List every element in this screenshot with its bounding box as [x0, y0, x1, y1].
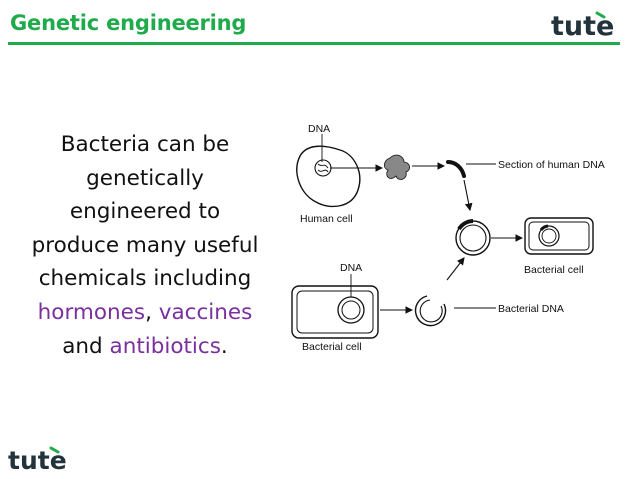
page-title: Genetic engineering: [10, 11, 247, 35]
body-line-4: produce many useful: [31, 232, 259, 258]
label-dna-bottom: DNA: [340, 262, 362, 274]
tute-logo-top: tute: [548, 8, 614, 46]
body-line-3: engineered to: [69, 199, 221, 225]
highlight-hormones: hormones: [37, 299, 146, 325]
genetic-engineering-diagram: DNA Human cell Section of human DNA Bact…: [284, 112, 624, 366]
body-line-1: Bacteria can be: [60, 132, 230, 157]
human-cell: [296, 134, 361, 208]
human-dna-section: [446, 160, 466, 178]
and-text: and: [62, 333, 110, 359]
bacterial-cell-modified: [524, 217, 594, 255]
label-bacterial-cell-left: Bacterial cell: [302, 341, 362, 353]
highlight-antibiotics: antibiotics: [109, 333, 221, 359]
body-line-2: genetically: [86, 165, 204, 191]
label-dna-top: DNA: [308, 123, 330, 135]
label-bacterial-dna: Bacterial DNA: [498, 303, 564, 315]
chromosome-fragment: [384, 154, 410, 180]
comma-text: ,: [145, 299, 159, 325]
bacterial-cell-original: [291, 274, 379, 339]
recombinant-plasmid: [455, 219, 491, 256]
tute-logo-bottom: tute: [6, 443, 68, 479]
header-divider: [8, 42, 620, 45]
cut-plasmid: [414, 295, 447, 327]
label-human-cell: Human cell: [300, 213, 353, 225]
period-text: .: [220, 333, 228, 359]
body-line-6: hormones, vaccines: [14, 296, 276, 330]
body-line-5: chemicals including: [38, 266, 252, 292]
label-bacterial-cell-right: Bacterial cell: [524, 264, 584, 276]
slide-body-text: Bacteria can be genetically engineered t…: [14, 128, 276, 363]
body-line-7: and antibiotics.: [14, 330, 276, 364]
highlight-vaccines: vaccines: [158, 299, 253, 325]
label-section-human-dna: Section of human DNA: [498, 159, 605, 171]
